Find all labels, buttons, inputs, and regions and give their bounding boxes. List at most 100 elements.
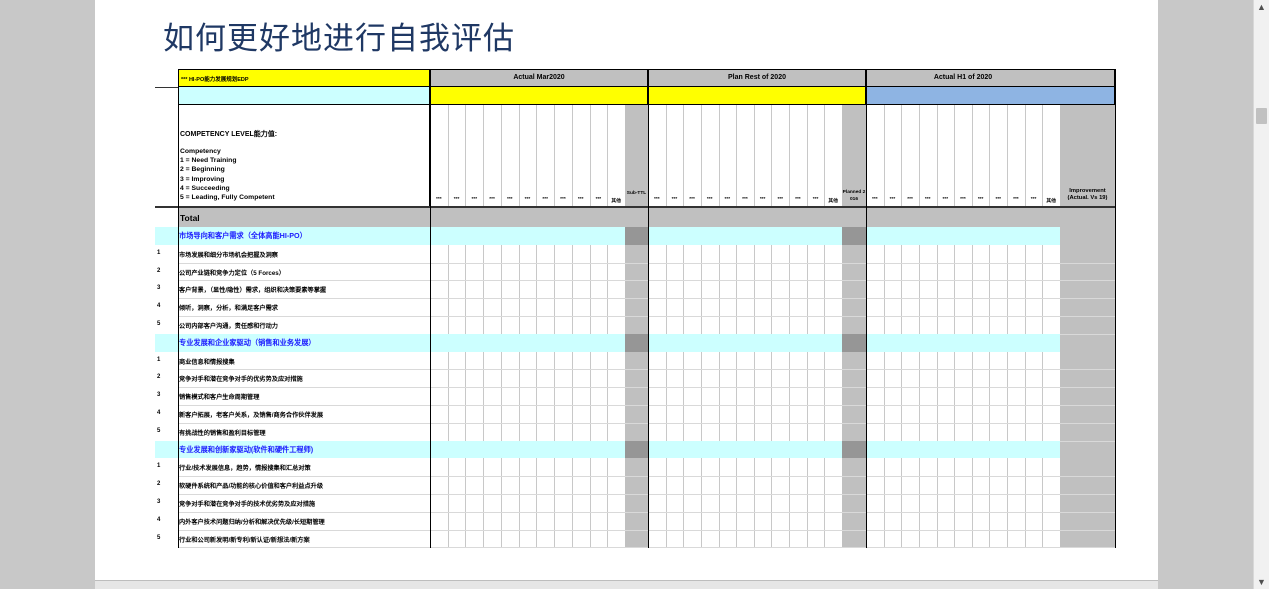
plan-col-header-8: *** bbox=[777, 197, 784, 202]
planned-label: Planned 2016 bbox=[842, 190, 866, 202]
actual-col-header-6: *** bbox=[524, 197, 531, 202]
item-label: 市场发展和细分市场机会把握及洞察 bbox=[179, 251, 278, 259]
item-label: 行业和公司新发明/新专利/新认证/新想法/新方案 bbox=[179, 536, 310, 544]
item-label: 内外客户技术问题归纳/分析和解决优先级/长短期管理 bbox=[179, 518, 325, 526]
h1-col-header-1: *** bbox=[872, 197, 878, 202]
item-label: 竞争对手和潜在竞争对手的优劣势及应对措施 bbox=[179, 376, 303, 384]
actual-col-header-11: 其他 bbox=[611, 199, 621, 204]
plan-col-gridline bbox=[665, 105, 667, 548]
h1-col-header-8: *** bbox=[995, 197, 1002, 202]
group-c-border bbox=[866, 105, 867, 548]
scroll-down-arrow-icon[interactable]: ▼ bbox=[1257, 577, 1266, 587]
row-gridline bbox=[178, 262, 1115, 264]
scroll-up-arrow-icon[interactable]: ▲ bbox=[1257, 2, 1266, 12]
right-border bbox=[1115, 69, 1116, 548]
plan-col-header-4: *** bbox=[706, 197, 713, 202]
h1-col-gridline bbox=[901, 105, 903, 548]
plan-col-header-7: *** bbox=[759, 197, 766, 202]
item-label: 倾听，洞察，分析，和满足客户需求 bbox=[179, 305, 278, 313]
item-label: 商业信息和情报搜集 bbox=[179, 358, 235, 366]
h1-col-header-2: *** bbox=[889, 197, 896, 202]
section-title-1: 市场导向和客户需求（全体高能HI-PO） bbox=[179, 231, 307, 240]
row-gridline bbox=[178, 511, 1115, 513]
plan-col-header-10: *** bbox=[812, 197, 819, 202]
improvement-label: Improvement (Actual. Vs 19) bbox=[1067, 188, 1108, 201]
plan-col-gridline bbox=[806, 105, 808, 548]
item-number: 1 bbox=[157, 249, 161, 256]
actual-col-gridline bbox=[589, 105, 591, 548]
section-planned-cell bbox=[842, 440, 866, 459]
actual-col-gridline bbox=[500, 105, 502, 548]
item-label: 竞争对手和潜在竞争对手的技术优劣势及应对措施 bbox=[179, 501, 316, 508]
item-number: 5 bbox=[157, 427, 161, 434]
actual-col-gridline bbox=[571, 105, 573, 548]
actual-col-gridline bbox=[536, 105, 538, 548]
item-number: 1 bbox=[157, 356, 161, 363]
item-number: 5 bbox=[157, 534, 161, 541]
group-title-1: Actual Mar2020 bbox=[513, 74, 565, 81]
plan-col-header-9: *** bbox=[795, 197, 801, 202]
row-gridline bbox=[178, 476, 1115, 478]
h1-col-header-3: *** bbox=[907, 197, 913, 202]
actual-col-header-2: *** bbox=[453, 197, 460, 202]
row-color-yellow-actual bbox=[430, 87, 648, 105]
h1-col-gridline bbox=[1042, 105, 1044, 548]
plan-col-header-5: *** bbox=[724, 197, 731, 202]
plan-col-gridline bbox=[789, 105, 791, 548]
left-rule-top bbox=[155, 87, 178, 88]
plan-col-gridline bbox=[753, 105, 755, 548]
section-title-3: 专业发展和创新家驱动(软件和硬件工程师) bbox=[179, 444, 314, 454]
vertical-scrollbar[interactable]: ▲ ▼ bbox=[1253, 0, 1269, 589]
h1-col-header-6: *** bbox=[960, 197, 966, 202]
actual-col-header-3: *** bbox=[471, 197, 478, 202]
row-gridline bbox=[178, 387, 1115, 389]
item-label: 客户背景，（显性/隐性）需求，组织和决策要素等掌握 bbox=[179, 287, 327, 295]
slide-page: 如何更好地进行自我评估 *** HI-PO能力发展规划EDP Actual Mar… bbox=[95, 0, 1158, 580]
plan-col-gridline bbox=[700, 105, 702, 548]
item-label: 公司产业链和竞争力定位（5 Forces） bbox=[179, 269, 285, 277]
total-label: Total bbox=[180, 213, 200, 223]
header-group-actual-mar bbox=[430, 69, 648, 87]
section-row bbox=[155, 227, 1060, 245]
actual-col-gridline bbox=[607, 105, 609, 548]
competency-level-4: 4 = Succeeding bbox=[180, 184, 230, 192]
header-edp-label: *** HI-PO能力发展规划EDP bbox=[181, 77, 249, 83]
next-page-edge bbox=[95, 580, 1158, 589]
section-row bbox=[155, 333, 1060, 352]
competency-title: COMPETENCY LEVEL能力值: bbox=[180, 131, 278, 138]
h1-col-gridline bbox=[918, 105, 920, 548]
h1-col-header-5: *** bbox=[942, 197, 949, 202]
row-color-yellow-plan bbox=[648, 87, 866, 105]
group-title-3: Actual H1 of 2020 bbox=[933, 74, 993, 81]
row-gridline bbox=[178, 280, 1115, 282]
subtotal-column-actual bbox=[625, 105, 648, 548]
row-gridline bbox=[178, 369, 1115, 371]
section-row bbox=[155, 440, 1060, 459]
section-subtotal-cell bbox=[625, 227, 648, 245]
group-a-border bbox=[430, 105, 431, 548]
plan-col-gridline bbox=[683, 105, 685, 548]
row-color-blue-h1 bbox=[866, 87, 1115, 105]
competency-subtitle: Competency bbox=[180, 148, 221, 155]
actual-col-header-9: *** bbox=[577, 197, 584, 202]
h1-col-header-4: *** bbox=[924, 197, 931, 202]
scroll-thumb[interactable] bbox=[1256, 108, 1267, 124]
page-title: 如何更好地进行自我评估 bbox=[163, 21, 515, 57]
improvement-column bbox=[1060, 105, 1115, 548]
plan-col-gridline bbox=[771, 105, 773, 548]
row-gridline bbox=[178, 547, 1115, 549]
subtotal-label: Sub-TTL bbox=[626, 191, 647, 196]
item-number: 2 bbox=[157, 481, 161, 488]
header-group-plan-rest bbox=[648, 69, 866, 87]
competency-level-3: 3 = Improving bbox=[180, 175, 225, 183]
item-number: 3 bbox=[157, 285, 161, 292]
plan-col-header-2: *** bbox=[671, 197, 678, 202]
h1-col-gridline bbox=[954, 105, 956, 548]
total-row bbox=[178, 208, 1115, 227]
row-gridline bbox=[178, 316, 1115, 317]
item-number: 2 bbox=[157, 374, 161, 381]
h1-col-gridline bbox=[1024, 105, 1026, 548]
item-label: 行业/技术发展信息，趋势，情报搜集和汇总对策 bbox=[179, 465, 311, 473]
row-gridline bbox=[178, 529, 1115, 531]
plan-col-header-6: *** bbox=[742, 197, 748, 202]
